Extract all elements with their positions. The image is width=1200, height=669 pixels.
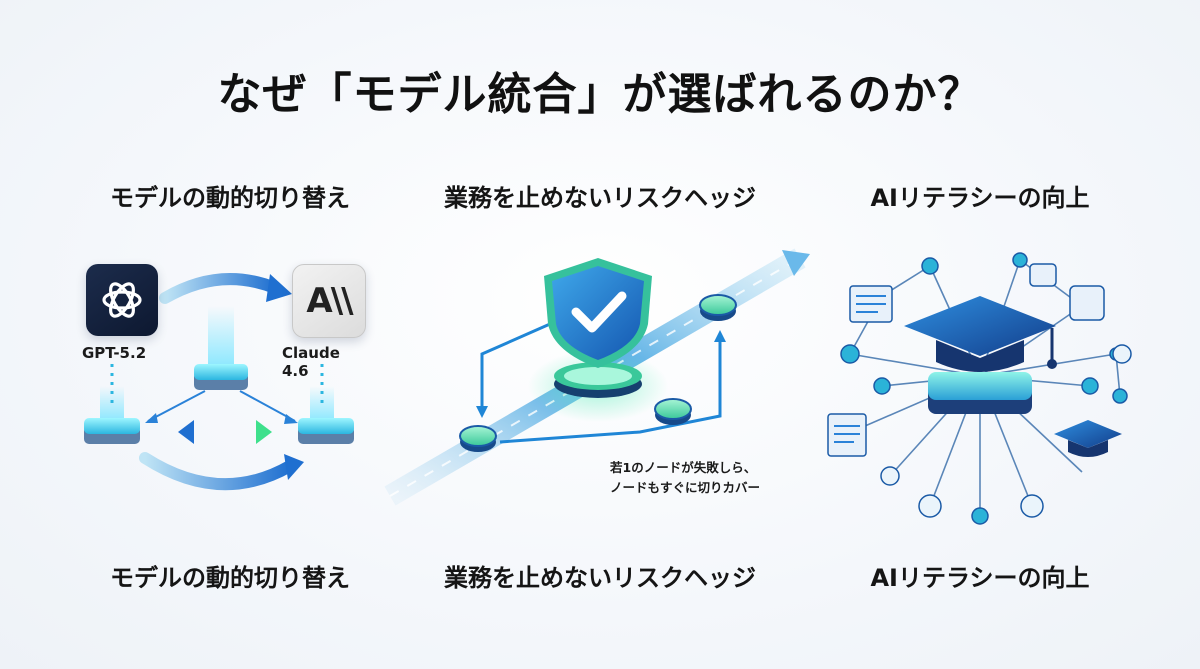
failover-note-line-2: ノードもすぐに切りカバー bbox=[610, 480, 761, 495]
route-node-middle bbox=[654, 398, 692, 425]
model-label-gpt: GPT-5.2 bbox=[82, 344, 147, 362]
graduation-cap-icon bbox=[904, 296, 1057, 372]
column-footer-model-switch: モデルの動的切り替え bbox=[110, 564, 350, 592]
column-footer-ai-literacy: AIリテラシーの向上 bbox=[870, 564, 1090, 592]
lightbulb-icon bbox=[918, 494, 942, 518]
ai-literacy-network bbox=[827, 252, 1132, 525]
switch-arrow-bottom-head bbox=[284, 454, 304, 480]
risk-hedge-illustration: 若1のノードが失敗しら、 ノードもすぐに切りカバー bbox=[384, 236, 820, 536]
route-node-end bbox=[699, 294, 737, 321]
column-heading-risk-hedge: 業務を止めないリスクヘッジ bbox=[444, 184, 756, 212]
column-heading-model-switch: モデルの動的切り替え bbox=[110, 184, 350, 212]
center-node-pad bbox=[194, 364, 248, 390]
reroute-arrow-upper bbox=[480, 322, 551, 408]
risk-hedge-diagram bbox=[384, 248, 810, 506]
route-node-start bbox=[459, 425, 497, 452]
model-label-claude: Claude 4.6 bbox=[282, 344, 340, 380]
model-switch-diagram bbox=[84, 273, 354, 491]
small-graduation-cap-icon bbox=[1054, 420, 1122, 457]
column-footer-risk-hedge: 業務を止めないリスクヘッジ bbox=[444, 564, 756, 592]
failover-note-line-1: 若1のノードが失敗しら、 bbox=[610, 460, 757, 475]
openai-logo-icon bbox=[86, 264, 158, 336]
left-node-pad bbox=[84, 418, 140, 444]
ai-literacy-illustration bbox=[820, 236, 1150, 536]
model-switch-illustration: A\\ GPT-5.2 Claude 4.6 bbox=[70, 236, 370, 536]
failover-note: 若1のノードが失敗しら、 ノードもすぐに切りカバー bbox=[610, 458, 760, 498]
column-heading-ai-literacy: AIリテラシーの向上 bbox=[870, 184, 1090, 212]
anthropic-logo-icon: A\\ bbox=[292, 264, 366, 338]
knowledge-platform bbox=[928, 372, 1032, 414]
right-node-pad bbox=[298, 418, 354, 444]
switch-arrow-bottom bbox=[139, 452, 296, 491]
switch-arrow-top-head bbox=[266, 274, 292, 302]
shield-check-icon bbox=[544, 258, 652, 368]
page-title: なぜ「モデル統合」が選ばれるのか？ bbox=[217, 69, 983, 120]
switch-arrow-top bbox=[159, 273, 281, 304]
